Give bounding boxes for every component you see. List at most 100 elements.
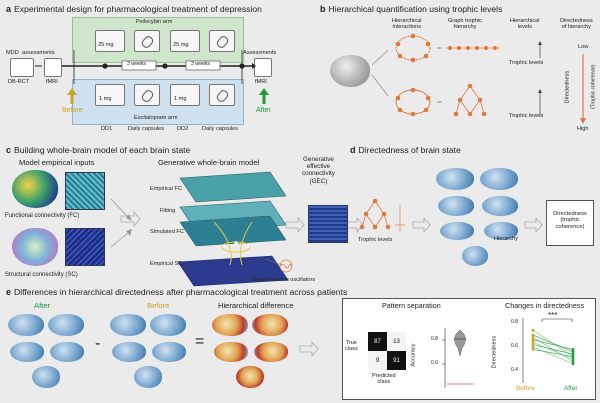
fc-label: Functional connectivity (FC) [5, 213, 80, 219]
data-point [531, 348, 535, 351]
fc-brain-icon [12, 170, 58, 208]
capsule-box-psi2 [209, 30, 235, 52]
empirical-sc-label: Empirical SC [150, 261, 183, 267]
psilocybin-arm-label: Psilocybin arm [136, 19, 173, 25]
col-graph-trophic: Graph trophic hierarchy [448, 18, 482, 31]
confusion-matrix: 87 13 9 91 [368, 332, 406, 370]
sc-label: Structural connectivity (SC) [5, 272, 78, 278]
trophic-levels-1: Trophic levels [509, 60, 544, 66]
brain-icon [134, 366, 162, 388]
cm-cell: 13 [387, 332, 406, 351]
after-x-label: After [564, 385, 578, 392]
trophic-levels-d: Trophic levels [358, 237, 393, 243]
mdd-label: MDD [6, 50, 19, 56]
capsule-box-esc2 [209, 84, 235, 106]
fmri-right-label: fMRI [255, 79, 267, 85]
significance-stars: *** [548, 311, 558, 320]
data-point [531, 345, 535, 349]
dose-box-psi1: 25 mg [95, 30, 125, 52]
brain-icon [484, 222, 518, 240]
cm-cell: 9 [368, 351, 387, 370]
minus-sign: - [95, 335, 101, 352]
high-label: High [577, 126, 589, 132]
daily2-label: Daily capsules [202, 126, 239, 132]
col-hier-interactions: Hierarchical interactions [392, 18, 422, 31]
fmri-left-label: fMRI [46, 79, 58, 85]
brain-icon [438, 196, 474, 216]
brain-icon [32, 366, 60, 388]
dir-tick: 0.4 [511, 367, 518, 373]
assessments-left: assessments [22, 50, 55, 56]
col-directedness: Directedness of hierarchy [560, 18, 593, 31]
before-header: Before [147, 301, 170, 310]
sc-brain-icon [12, 228, 58, 266]
equals-sign: = [195, 333, 205, 350]
weeks2-label: 3 weeks [191, 61, 211, 67]
capsule-box-esc1 [134, 84, 160, 106]
hierarchy-label: Hierarchy [494, 236, 518, 242]
pattern-sep-title: Pattern separation [382, 301, 441, 310]
data-point [571, 355, 575, 358]
generative-model-label: Generative whole-brain model [158, 158, 260, 167]
data-point [531, 338, 535, 342]
after-label: After [256, 107, 271, 114]
brain-icon [48, 314, 84, 336]
simulated-fc-label: Simulated FC [150, 229, 184, 235]
brain-icon [10, 342, 44, 362]
brain-icon [482, 196, 518, 216]
data-point [531, 343, 535, 346]
weeks1-label: 3 weeks [127, 61, 147, 67]
brain-icon [152, 342, 186, 362]
hier-diff-header: Hierarchical difference [218, 301, 294, 310]
series-line [532, 339, 574, 350]
data-point [531, 336, 535, 339]
stuart-landau-label: Stuart–Landau oscillators [252, 277, 316, 283]
directedness-box: Directedness (trophic coherence) [546, 200, 594, 246]
data-point [571, 348, 575, 351]
fc-matrix [65, 172, 105, 210]
dose-box-psi2: 25 mg [170, 30, 200, 52]
rct-label: DB-RCT [8, 79, 30, 85]
dd1-label: DD1 [101, 126, 113, 132]
col-hier-levels: Hierarchical levels [510, 18, 540, 31]
diff-brain-icon [252, 314, 288, 336]
dose-box-esc2: 1 mg [170, 84, 200, 106]
data-point [531, 333, 535, 337]
cm-cell: 91 [387, 351, 406, 370]
dose-box-esc1: 1 mg [95, 84, 125, 106]
scanner-icon [44, 58, 62, 77]
capsule-box-psi1 [134, 30, 160, 52]
series-line [532, 346, 574, 365]
series-line [532, 341, 574, 360]
fitting-label: Fitting [160, 208, 176, 214]
brain-icon [50, 342, 84, 362]
before-x-label: Before [516, 385, 535, 392]
daily1-label: Daily capsules [128, 126, 165, 132]
brain-icon [110, 314, 146, 336]
diff-brain-icon [214, 342, 248, 362]
gec-title: Generative effective connectivity (GEC) [302, 156, 335, 185]
data-point [531, 328, 535, 332]
series-line [532, 344, 574, 355]
data-point [571, 360, 575, 363]
diff-brain-icon [212, 314, 248, 336]
series-line [532, 334, 574, 353]
brain-icon [436, 168, 474, 190]
diff-brain-icon [236, 366, 264, 388]
dir-tick: 0.6 [511, 343, 518, 349]
acc-tick: 0.6 [431, 360, 438, 366]
data-point [571, 362, 575, 366]
cm-cell: 87 [368, 332, 387, 351]
low-label: Low [578, 44, 589, 50]
brain-icon [440, 222, 474, 240]
